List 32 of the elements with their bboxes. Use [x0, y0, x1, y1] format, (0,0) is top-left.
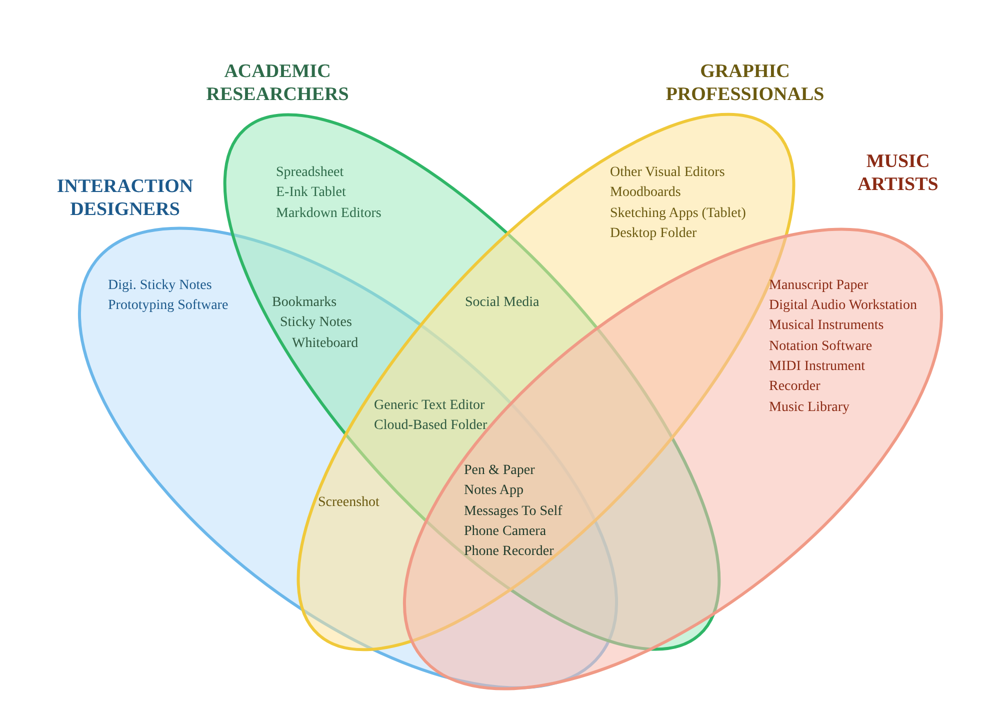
item-label: Notation Software	[769, 338, 872, 355]
item-label: Sticky Notes	[280, 314, 352, 331]
item-label: MIDI Instrument	[769, 358, 866, 375]
item-label: Cloud-Based Folder	[374, 417, 488, 434]
item-label: Other Visual Editors	[610, 164, 725, 181]
set-title: ACADEMIC RESEARCHERS	[205, 60, 350, 106]
set-title: MUSIC ARTISTS	[856, 150, 940, 196]
item-label: Whiteboard	[292, 335, 358, 352]
item-label: Prototyping Software	[108, 297, 228, 314]
set-title: INTERACTION DESIGNERS	[56, 175, 194, 221]
item-label: Musical Instruments	[769, 317, 884, 334]
item-label: E-Ink Tablet	[276, 184, 346, 201]
item-label: Digi. Sticky Notes	[108, 277, 212, 294]
set-title: GRAPHIC PROFESSIONALS	[664, 60, 826, 106]
item-label: Sketching Apps (Tablet)	[610, 205, 746, 222]
item-label: Screenshot	[318, 494, 380, 511]
item-label: Spreadsheet	[276, 164, 344, 181]
item-label: Moodboards	[610, 184, 681, 201]
item-label: Manuscript Paper	[769, 277, 868, 294]
item-label: Phone Camera	[464, 523, 546, 540]
item-label: Messages To Self	[464, 503, 562, 520]
item-label: Phone Recorder	[464, 543, 554, 560]
item-label: Generic Text Editor	[374, 397, 485, 414]
item-label: Notes App	[464, 482, 524, 499]
item-label: Markdown Editors	[276, 205, 382, 222]
item-label: Pen & Paper	[464, 462, 535, 479]
item-label: Desktop Folder	[610, 225, 697, 242]
item-label: Digital Audio Workstation	[769, 297, 917, 314]
item-label: Social Media	[465, 294, 540, 311]
item-label: Recorder	[769, 378, 820, 395]
item-label: Bookmarks	[272, 294, 337, 311]
item-label: Music Library	[769, 399, 850, 416]
